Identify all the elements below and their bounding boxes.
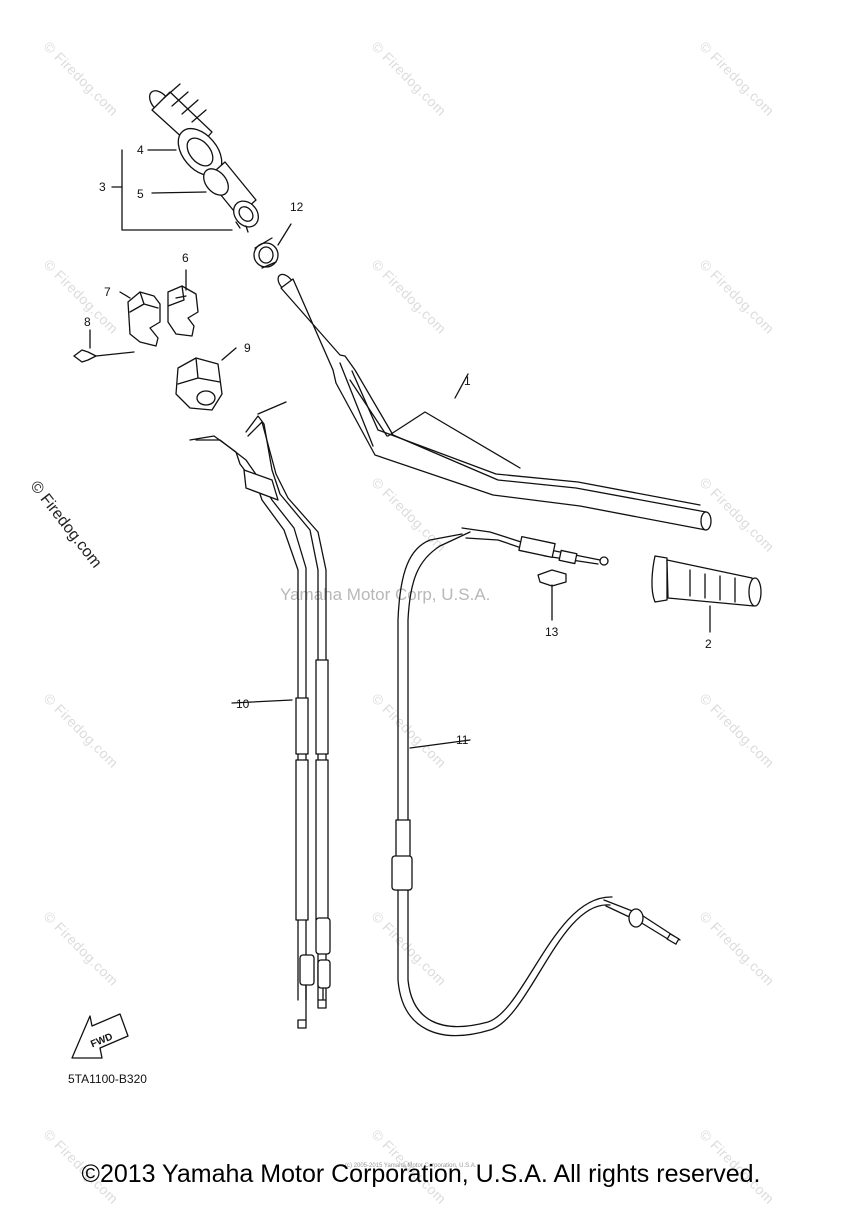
switch-housing xyxy=(73,269,199,363)
handlebar xyxy=(277,273,712,531)
callout-labels: 1 2 3 4 5 6 7 8 9 10 11 12 13 xyxy=(84,143,712,747)
callout-9: 9 xyxy=(244,341,251,355)
callout-13: 13 xyxy=(545,625,559,639)
throttle-cable xyxy=(189,401,331,1029)
copyright-footer: ©2013 Yamaha Motor Corporation, U.S.A. A… xyxy=(81,1160,761,1188)
callout-10: 10 xyxy=(236,697,250,711)
callout-8: 8 xyxy=(84,315,91,329)
callout-5: 5 xyxy=(137,187,144,201)
callout-12: 12 xyxy=(290,200,304,214)
throttle-housing xyxy=(175,347,237,411)
fine-print: (c) 2005-2015 Yamaha Motor Corporation, … xyxy=(345,1163,477,1169)
right-grip xyxy=(651,555,762,633)
left-grip-assembly xyxy=(148,83,259,233)
center-watermark: Yamaha Motor Corp, U.S.A. xyxy=(280,585,491,604)
callout-7: 7 xyxy=(104,285,111,299)
callout-2: 2 xyxy=(705,637,712,651)
callout-4: 4 xyxy=(137,143,144,157)
callout-3-bracket xyxy=(111,149,233,231)
callout-1: 1 xyxy=(464,374,471,388)
fwd-direction-arrow: FWD xyxy=(71,1013,129,1059)
clutch-cable xyxy=(391,527,681,1037)
diagram-code: 5TA1100-B320 xyxy=(68,1072,147,1086)
callout-3: 3 xyxy=(99,180,106,194)
collar xyxy=(253,223,292,269)
callout-6: 6 xyxy=(182,251,189,265)
callout-11: 11 xyxy=(456,733,469,747)
